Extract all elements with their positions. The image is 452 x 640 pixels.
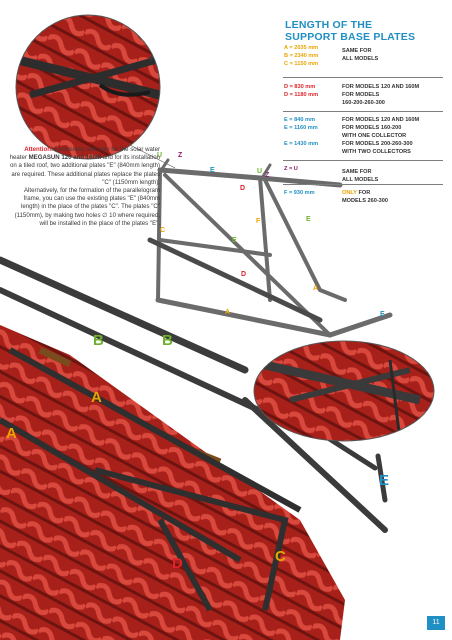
spec-key-e1: E = 840 mm <box>284 117 315 123</box>
divider <box>283 111 443 112</box>
attention-text-3: Alternatively, for the formation of the … <box>14 187 160 227</box>
attention-note: Attention: Exclusively and only for the … <box>8 146 160 228</box>
spec-key-e2: E = 1160 mm <box>284 125 318 131</box>
spec-key-e3: E = 1430 mm <box>284 141 319 147</box>
divider <box>283 184 443 185</box>
rail-label-b: B <box>162 332 173 349</box>
frame-label-a: A <box>313 285 319 292</box>
page-number: 11 <box>427 616 445 630</box>
spec-group-e: E = 840 mm E = 1160 mm E = 1430 mm FOR M… <box>284 116 444 158</box>
frame-label-c: C <box>160 227 166 234</box>
rail-label-a: A <box>91 389 102 406</box>
spec-value-d-3: 160-200-260-300 <box>342 100 385 106</box>
frame-label-u: U <box>257 168 263 175</box>
spec-value-e-5: WITH TWO COLLECTORS <box>342 149 411 155</box>
frame-diagram <box>155 158 393 338</box>
frame-label-e: E <box>380 311 385 318</box>
spec-group-zu: Z = U SAME FOR ALL MODELS <box>284 165 444 185</box>
spec-value-zu-2: ALL MODELS <box>342 177 379 183</box>
rail-label-b: B <box>93 332 104 349</box>
spec-key-f: F = 930 mm <box>284 190 315 196</box>
rail-label-d: D <box>172 555 183 572</box>
spec-value-f-only: ONLY <box>342 190 357 196</box>
frame-label-d: D <box>241 271 247 278</box>
spec-key-b: B = 2340 mm <box>284 53 319 59</box>
divider <box>283 77 443 78</box>
attention-text-2: and for its installation on a tiled roof… <box>10 154 160 186</box>
spec-key-d1: D = 830 mm <box>284 84 316 90</box>
spec-value-e-1: FOR MODELS 120 AND 160M <box>342 117 420 123</box>
spec-key-d2: D = 1180 mm <box>284 92 319 98</box>
frame-label-z: Z <box>265 172 270 179</box>
callout-line <box>129 144 176 169</box>
spec-key-c: C = 1150 mm <box>284 61 319 67</box>
rail-label-e: E <box>379 472 390 489</box>
frame-label-d: D <box>240 185 246 192</box>
page-title: LENGTH OF THE SUPPORT BASE PLATES <box>285 19 445 43</box>
spec-key-a: A = 2035 mm <box>284 45 319 51</box>
frame-label-a: A <box>225 309 231 316</box>
spec-value-d-1: FOR MODELS 120 AND 160M <box>342 84 420 90</box>
frame-label-f: F <box>256 218 261 225</box>
frame-label-z: Z <box>178 152 183 159</box>
frame-label-e: E <box>232 237 237 244</box>
spec-group-f: F = 930 mm ONLY FOR MODELS 260-300 <box>284 189 444 207</box>
detail-circle-bottom <box>253 340 435 442</box>
frame-label-e: E <box>210 167 215 174</box>
spec-group-abc: A = 2035 mm B = 2340 mm C = 1150 mm SAME… <box>284 44 444 74</box>
spec-value-e-4: FOR MODELS 200-260-300 <box>342 141 413 147</box>
attention-models: MEGASUN 120 and 160M <box>28 154 102 162</box>
loose-rails <box>0 237 388 533</box>
rail-label-c: C <box>275 548 286 565</box>
detail-circle-top <box>15 14 161 160</box>
title-line-2: SUPPORT BASE PLATES <box>285 31 416 43</box>
spec-value-f-2: MODELS 260-300 <box>342 198 389 204</box>
spec-group-d: D = 830 mm D = 1180 mm FOR MODELS 120 AN… <box>284 83 444 109</box>
spec-value-abc-2: ALL MODELS <box>342 56 379 62</box>
divider <box>283 160 443 161</box>
spec-value-e-2: FOR MODELS 160-200 <box>342 125 402 131</box>
spec-value-e-3: WITH ONE COLLECTOR <box>342 133 407 139</box>
attention-text-1: Exclusively and only for the solar water… <box>9 146 160 162</box>
attention-label: Attention: <box>24 146 53 153</box>
spec-value-f-rest: FOR <box>356 190 371 196</box>
frame-label-u: U <box>157 152 163 159</box>
spec-value-zu-1: SAME FOR <box>342 169 372 175</box>
title-line-1: LENGTH OF THE <box>285 19 373 31</box>
spec-key-zu: Z = U <box>284 166 298 172</box>
frame-label-e: E <box>306 216 311 223</box>
spec-value-abc-1: SAME FOR <box>342 48 372 54</box>
spec-value-d-2: FOR MODELS <box>342 92 380 98</box>
roof-surface <box>0 325 345 640</box>
rail-label-a: A <box>6 425 17 442</box>
spec-value-f-1: ONLY FOR <box>342 189 452 197</box>
